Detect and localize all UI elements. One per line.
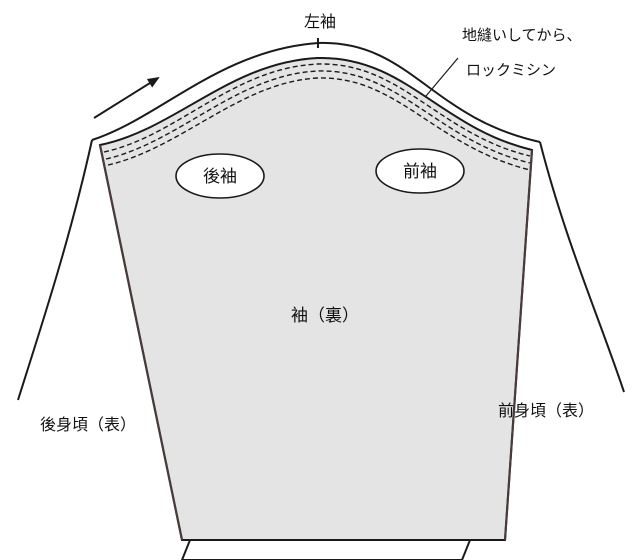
back-bodice-outline [17, 139, 93, 401]
note-line-1: 地縫いしてから、 [462, 26, 582, 44]
stitch-line-middle [105, 70, 531, 164]
back-body-label: 後身頃（表） [40, 415, 136, 434]
arrow-icon [93, 76, 160, 119]
note-line-2: ロックミシン [466, 61, 556, 79]
front-body-label: 前身頃（表） [498, 401, 594, 420]
back-sleeve-ellipse [175, 153, 265, 199]
stitch-line-outer [103, 63, 531, 157]
front-sleeve-label: 前袖 [403, 162, 437, 182]
front-sleeve-ellipse [375, 148, 465, 194]
back-sleeve-label: 後袖 [203, 167, 237, 187]
sleeve-name-label: 左袖 [304, 12, 336, 31]
note-leader-line [425, 57, 459, 97]
front-bodice-outline [539, 141, 625, 393]
cuff-band [180, 539, 472, 560]
sleeve-left-edge [98, 144, 184, 541]
sleeve-body [98, 56, 534, 541]
sleeve-right-edge [503, 149, 534, 541]
stitch-line-inner [107, 77, 531, 171]
sleeve-reverse-label: 袖（裏） [291, 305, 359, 326]
